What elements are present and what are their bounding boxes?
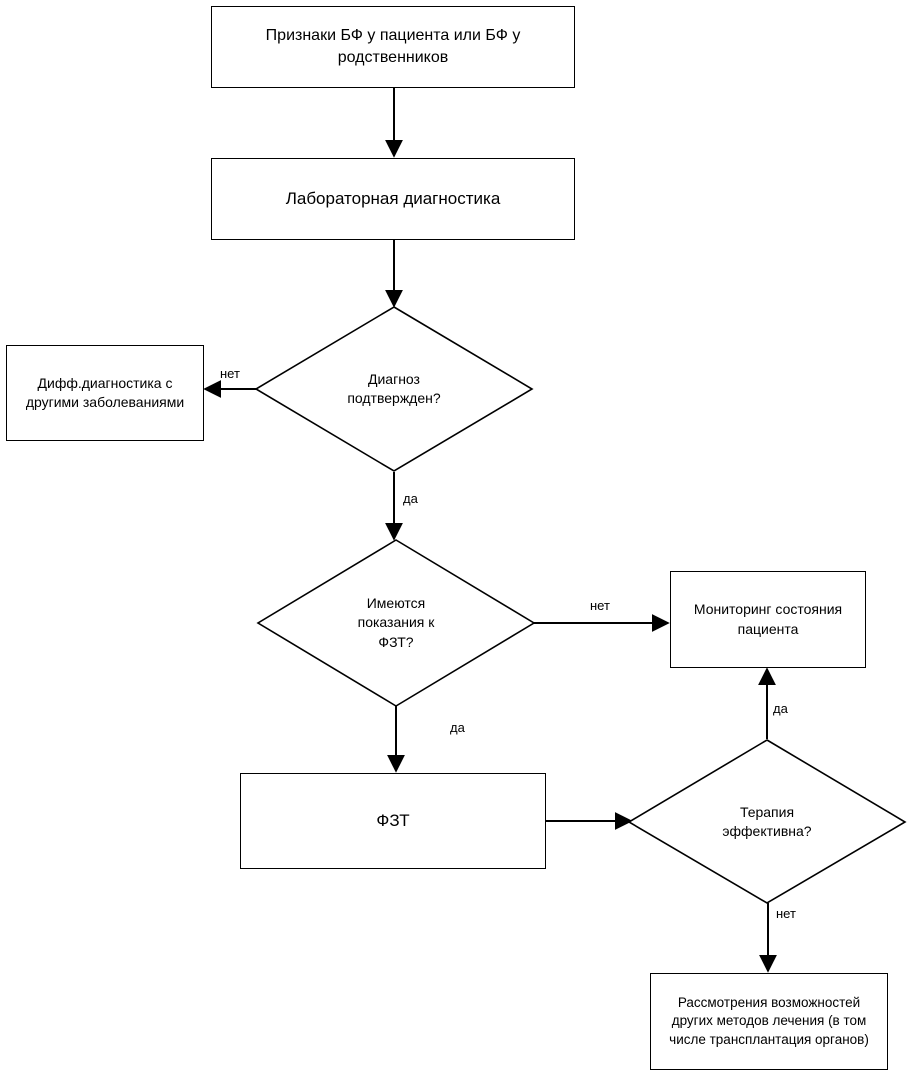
edge-label-indications-no: нет <box>590 598 610 613</box>
decision-diamond-effective <box>627 739 907 904</box>
decision-diamond-indications <box>256 539 536 707</box>
process-box-other: Рассмотрения возможностей других методов… <box>650 973 888 1070</box>
decision-diamond-confirmed <box>254 306 534 472</box>
process-label-signs: Признаки БФ у пациента или БФ у родствен… <box>265 26 521 66</box>
decision-box-confirmed: Диагноз подтвержден? <box>322 359 466 419</box>
edge-label-confirmed-no: нет <box>220 366 240 381</box>
decision-label-confirmed: Диагноз подтвержден? <box>347 370 441 406</box>
process-label-monitoring: Мониторинг состояния пациента <box>693 601 843 637</box>
process-box-lab: Лабораторная диагностика <box>211 158 575 240</box>
process-box-signs: Признаки БФ у пациента или БФ у родствен… <box>211 6 575 88</box>
process-box-fzt: ФЗТ <box>240 773 546 869</box>
edge-label-confirmed-yes: да <box>403 491 418 506</box>
process-label-fzt: ФЗТ <box>376 811 410 831</box>
process-box-diff: Дифф.диагностика с другими заболеваниями <box>6 345 204 441</box>
process-box-monitoring: Мониторинг состояния пациента <box>670 571 866 668</box>
process-label-diff: Дифф.диагностика с другими заболеваниями <box>25 374 185 410</box>
edge-label-effective-yes: да <box>773 701 788 716</box>
process-label-lab: Лабораторная диагностика <box>285 189 501 209</box>
process-label-other: Рассмотрения возможностей других методов… <box>669 994 869 1047</box>
edge-label-indications-yes: да <box>450 720 465 735</box>
edge-label-effective-no: нет <box>776 906 796 921</box>
decision-box-effective: Терапия эффективна? <box>697 792 837 852</box>
decision-label-indications: Имеются показания к ФЗТ? <box>357 595 435 650</box>
decision-box-indications: Имеются показания к ФЗТ? <box>326 583 466 663</box>
decision-label-effective: Терапия эффективна? <box>722 803 812 839</box>
